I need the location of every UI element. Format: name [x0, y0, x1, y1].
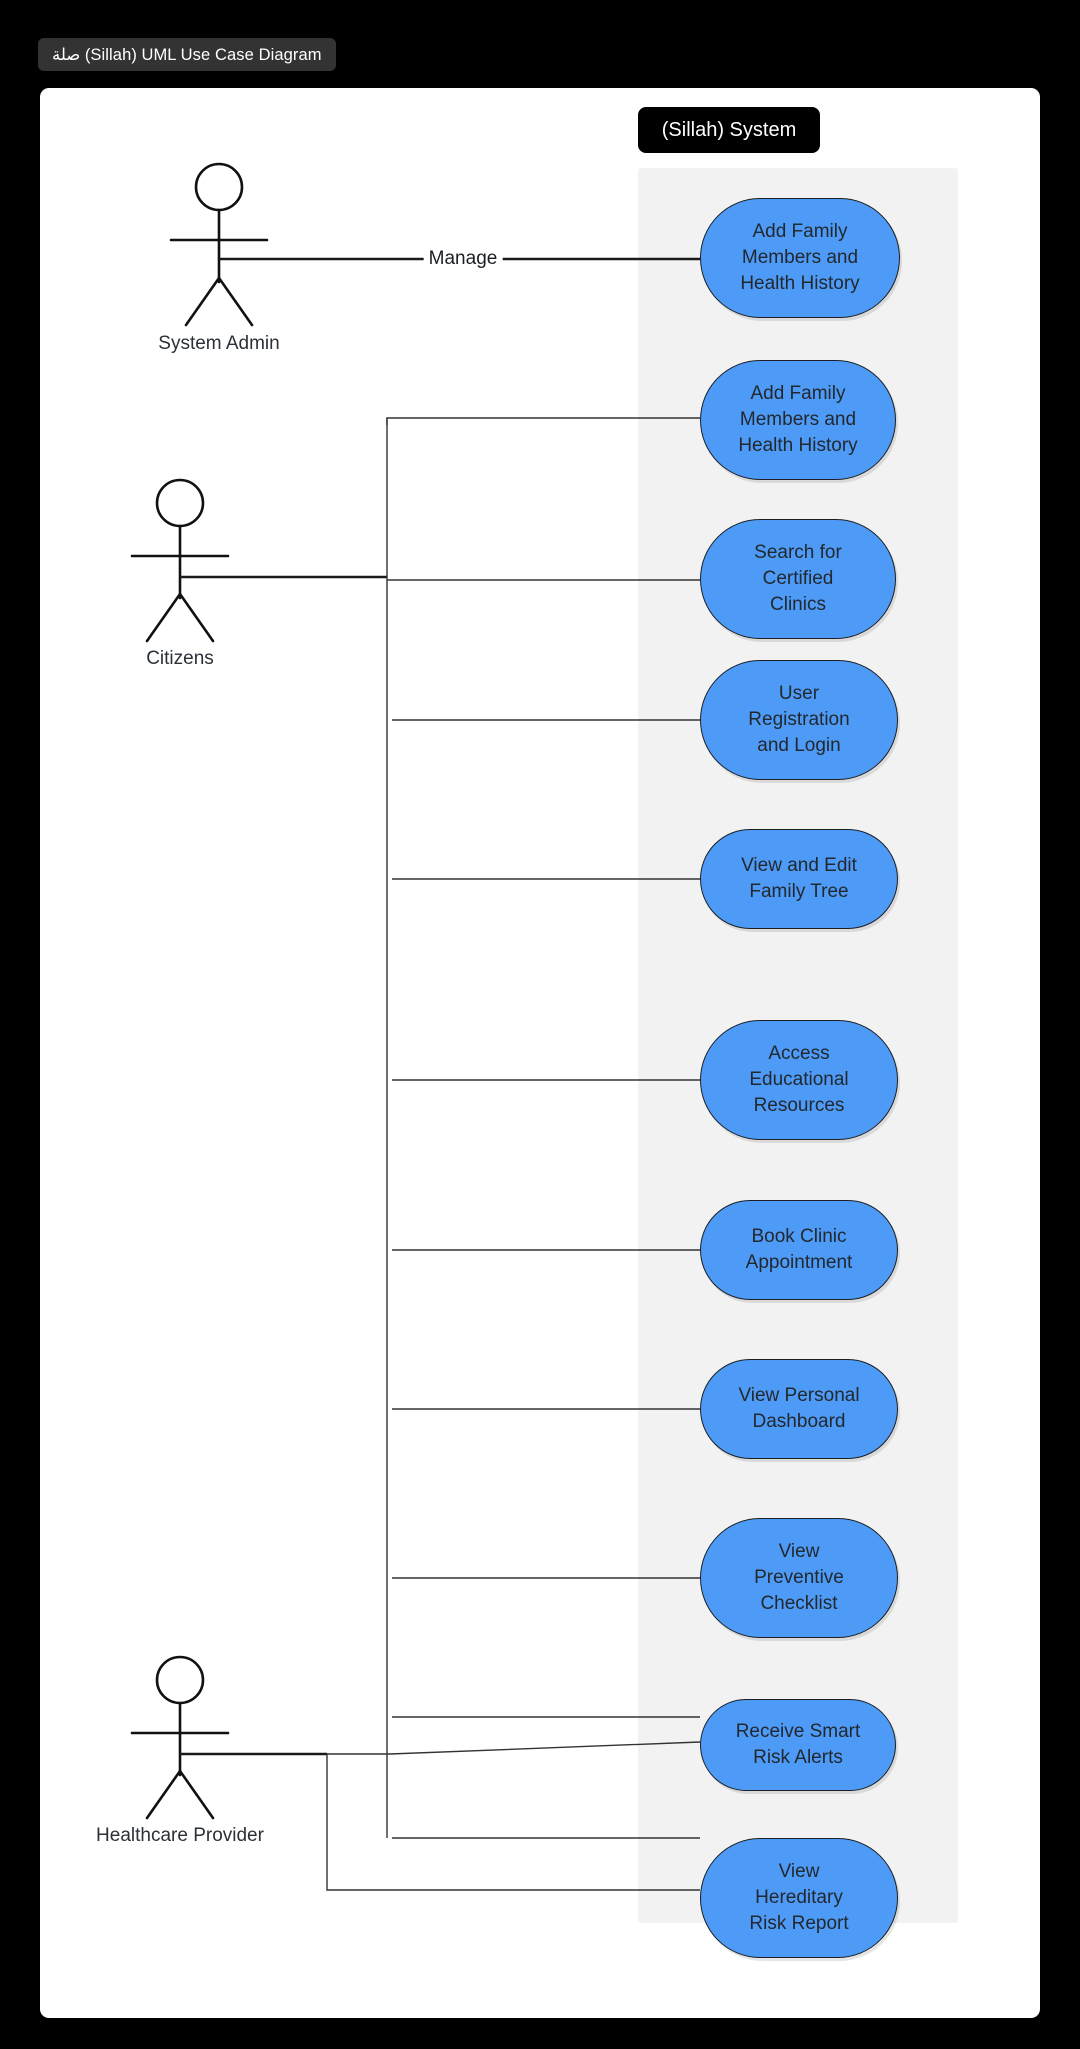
usecase-access-educational-resources[interactable]: Access Educational Resources [700, 1020, 898, 1140]
usecase-view-preventive-checklist[interactable]: View Preventive Checklist [700, 1518, 898, 1638]
usecase-add-family-citizens[interactable]: Add Family Members and Health History [700, 360, 896, 480]
window-title-badge: صلة (Sillah) UML Use Case Diagram [38, 38, 336, 71]
usecase-line: View and Edit [741, 854, 857, 876]
edge-label-manage: Manage [423, 247, 503, 271]
usecase-line: View Personal [738, 1384, 860, 1406]
usecase-receive-smart-risk-alerts[interactable]: Receive Smart Risk Alerts [700, 1699, 896, 1791]
usecase-line: Risk Report [749, 1913, 849, 1935]
usecase-line: Access [768, 1042, 830, 1064]
usecase-line: Checklist [760, 1593, 838, 1615]
usecase-user-registration-login[interactable]: User Registration and Login [700, 660, 898, 780]
usecase-view-personal-dashboard[interactable]: View Personal Dashboard [700, 1359, 898, 1459]
usecase-line: Registration [748, 708, 850, 730]
usecase-line: Members and [741, 246, 859, 268]
usecase-search-certified-clinics[interactable]: Search for Certified Clinics [700, 519, 896, 639]
usecase-line: Certified [762, 567, 834, 589]
usecase-line: Add Family [750, 382, 846, 404]
usecase-line: Health History [740, 273, 860, 295]
usecase-line: Appointment [745, 1252, 853, 1273]
usecase-add-family-admin[interactable]: Add Family Members and Health History [700, 198, 900, 318]
usecase-line: Family Tree [749, 881, 849, 902]
usecase-book-clinic-appointment[interactable]: Book Clinic Appointment [700, 1200, 898, 1300]
usecase-line: Hereditary [755, 1886, 843, 1908]
usecase-line: Members and [739, 408, 857, 430]
actor-label-citizens: Citizens [146, 648, 214, 669]
usecase-view-hereditary-risk-report[interactable]: View Hereditary Risk Report [700, 1838, 898, 1958]
usecase-view-edit-family-tree[interactable]: View and Edit Family Tree [700, 829, 898, 929]
usecase-line: Dashboard [752, 1411, 846, 1432]
usecase-line: Book Clinic [751, 1225, 847, 1247]
usecase-line: Add Family [752, 220, 848, 242]
system-boundary-label: (Sillah) System [638, 107, 820, 153]
usecase-line: Resources [753, 1095, 845, 1117]
usecase-line: View [778, 1860, 820, 1882]
usecase-line: Educational [749, 1068, 849, 1090]
usecase-line: User [778, 682, 820, 704]
actor-label-healthcare-provider: Healthcare Provider [96, 1825, 264, 1846]
usecase-line: and Login [757, 735, 841, 757]
usecase-line: View [778, 1540, 820, 1562]
usecase-line: Health History [738, 435, 858, 457]
usecase-line: Receive Smart [735, 1720, 861, 1742]
usecase-line: Risk Alerts [753, 1747, 843, 1768]
actor-label-system-admin: System Admin [158, 333, 280, 354]
usecase-line: Clinics [770, 594, 826, 616]
usecase-line: Search for [754, 541, 842, 563]
usecase-line: Preventive [754, 1566, 844, 1588]
